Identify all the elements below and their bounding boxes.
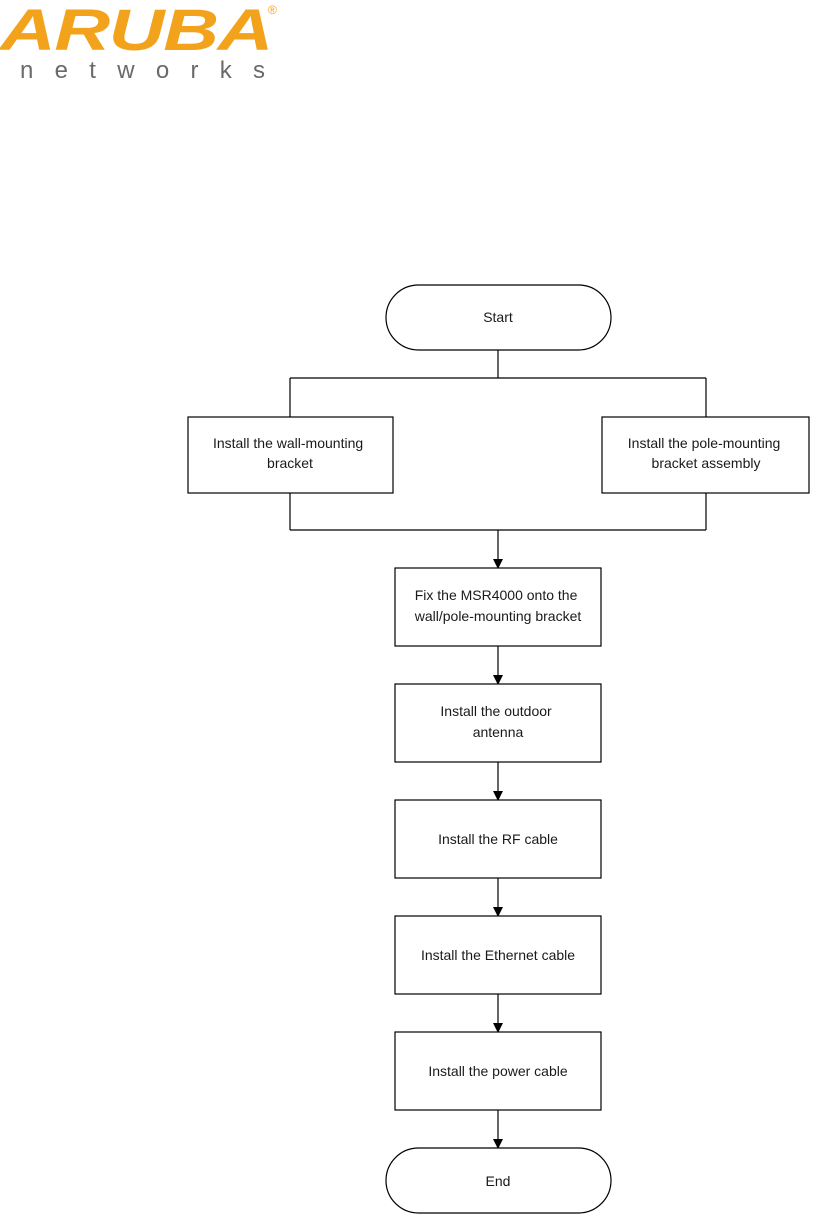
ethernet-cable-node: Install the Ethernet cable xyxy=(395,916,601,994)
fix-msr4000-label-line-2: wall/pole-mounting bracket xyxy=(414,608,582,624)
start-label: Start xyxy=(483,309,513,325)
rf-cable-label-line-1: Install the RF cable xyxy=(438,831,558,847)
rf-cable-label: Install the RF cable xyxy=(438,831,558,847)
power-cable-label: Install the power cable xyxy=(428,1063,568,1079)
end-label: End xyxy=(486,1173,511,1189)
wall-mount-label-line-1: Install the wall-mounting xyxy=(213,435,363,451)
outdoor-antenna-node: Install the outdoor antenna xyxy=(395,684,601,762)
ethernet-cable-label-line-1: Install the Ethernet cable xyxy=(421,947,575,963)
start-node: Start xyxy=(386,285,611,350)
pole-mount-node: Install the pole-mounting bracket assemb… xyxy=(602,417,809,493)
wall-mount-label-line-2: bracket xyxy=(267,455,313,471)
rf-cable-node: Install the RF cable xyxy=(395,800,601,878)
outdoor-antenna-label-line-2: antenna xyxy=(473,724,524,740)
fix-msr4000-label-line-1: Fix the MSR4000 onto the xyxy=(415,587,578,603)
pole-mount-label-line-1: Install the pole-mounting xyxy=(628,435,781,451)
end-node: End xyxy=(386,1148,611,1213)
ethernet-cable-label: Install the Ethernet cable xyxy=(421,947,575,963)
outdoor-antenna-label-line-1: Install the outdoor xyxy=(440,703,552,719)
fix-msr4000-node: Fix the MSR4000 onto the wall/pole-mount… xyxy=(395,568,601,646)
wall-mount-node: Install the wall-mounting bracket xyxy=(188,417,393,493)
power-cable-label-line-1: Install the power cable xyxy=(428,1063,568,1079)
power-cable-node: Install the power cable xyxy=(395,1032,601,1110)
pole-mount-label-line-2: bracket assembly xyxy=(652,455,761,471)
